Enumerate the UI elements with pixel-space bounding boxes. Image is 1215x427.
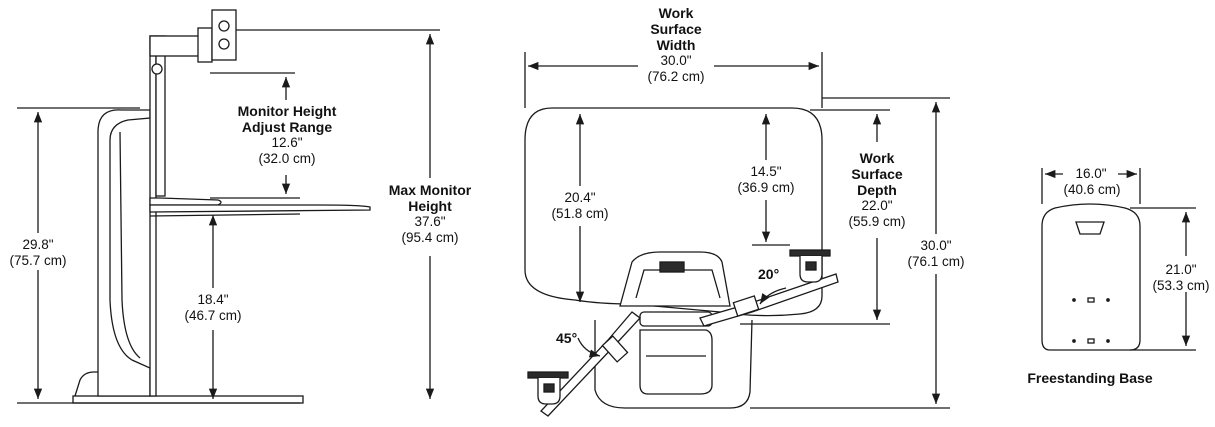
work-surface-depth-cm: (55.9 cm): [848, 213, 906, 229]
surface-height-in: 18.4": [197, 292, 229, 307]
inner-depth-label: 14.5" (36.9 cm): [728, 164, 804, 195]
work-surface-depth-in: 22.0": [861, 198, 893, 214]
work-surface-depth-label: Work Surface Depth 22.0" (55.9 cm): [832, 150, 922, 229]
overall-depth-label: 30.0" (76.1 cm): [898, 238, 974, 269]
max-monitor-height-title-1: Max Monitor: [388, 182, 472, 198]
base-view-dimensions: [1041, 168, 1196, 351]
left-depth-label: 20.4" (51.8 cm): [544, 190, 616, 221]
overall-height-cm: (75.7 cm): [9, 252, 67, 268]
max-monitor-height-label: Max Monitor Height 37.6" (95.4 cm): [380, 182, 480, 245]
work-surface-width-label: Work Surface Width 30.0" (76.2 cm): [626, 5, 726, 84]
work-surface-width-title-1: Work: [658, 5, 694, 21]
overall-depth-cm: (76.1 cm): [907, 253, 965, 269]
work-surface-width-in: 30.0": [660, 53, 692, 69]
max-monitor-height-title-2: Height: [408, 198, 452, 215]
base-depth-label: 21.0" (53.3 cm): [1148, 262, 1214, 293]
angle-left-label: 45°: [556, 330, 578, 346]
left-depth-in: 20.4": [564, 190, 596, 205]
work-surface-depth-title-2: Surface: [851, 166, 903, 183]
surface-height-label: 18.4" (46.7 cm): [176, 292, 250, 323]
side-view-dimensions: [17, 29, 440, 404]
side-view-drawing: [72, 9, 371, 404]
freestanding-base-caption: Freestanding Base: [1027, 370, 1153, 386]
base-width-cm: (40.6 cm): [1063, 182, 1121, 197]
max-monitor-height-cm: (95.4 cm): [401, 229, 459, 245]
work-surface-depth-title-3: Depth: [857, 182, 897, 199]
base-depth-cm: (53.3 cm): [1152, 277, 1210, 293]
overall-height-in: 29.8": [22, 237, 54, 252]
monitor-height-adjust-label: Monitor Height Adjust Range 12.6" (32.0 …: [222, 103, 352, 166]
overall-depth-in: 30.0": [920, 238, 952, 253]
base-width-in: 16.0": [1075, 166, 1107, 181]
angle-right-label: 20°: [758, 266, 780, 282]
work-surface-depth-title-1: Work: [859, 150, 895, 166]
left-depth-cm: (51.8 cm): [551, 205, 609, 221]
inner-depth-cm: (36.9 cm): [737, 179, 795, 195]
max-monitor-height-in: 37.6": [414, 214, 446, 230]
inner-depth-in: 14.5": [750, 164, 782, 179]
overall-height-label: 29.8" (75.7 cm): [0, 237, 76, 268]
work-surface-width-title-2: Surface: [650, 21, 702, 38]
monitor-height-adjust-cm: (32.0 cm): [258, 150, 316, 166]
monitor-height-adjust-title-1: Monitor Height: [237, 103, 337, 119]
work-surface-width-cm: (76.2 cm): [647, 68, 705, 84]
top-view-dimensions: [524, 52, 950, 409]
surface-height-cm: (46.7 cm): [184, 307, 242, 323]
work-surface-width-title-3: Width: [656, 37, 696, 54]
top-view-drawing: [524, 107, 839, 417]
base-depth-in: 21.0": [1165, 262, 1197, 277]
monitor-height-adjust-in: 12.6": [271, 135, 303, 151]
monitor-height-adjust-title-2: Adjust Range: [241, 119, 333, 136]
base-view-drawing: [1041, 203, 1141, 351]
